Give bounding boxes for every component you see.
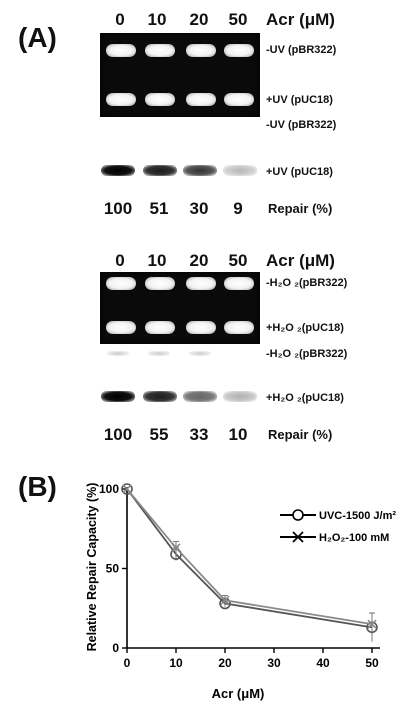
h2o2-repair-10: 55 <box>149 425 169 444</box>
panel-b-label: (B) <box>18 471 57 502</box>
h2o2-band-bottom-4 <box>224 321 254 334</box>
h2o2-faint-band-3 <box>189 351 211 356</box>
legend-label-h2o2: H₂O₂-100 mM <box>319 532 389 544</box>
h2o2-conc-0: 0 <box>115 251 125 270</box>
uv-repair-50: 9 <box>233 199 243 218</box>
h2o2-faint-band-2 <box>148 351 170 356</box>
x-tick-label: 40 <box>316 656 330 670</box>
h2o2-conc-10: 10 <box>147 251 167 270</box>
chart-legend: UVC-1500 J/m² H₂O₂-100 mM <box>280 509 396 544</box>
h2o2-blot-band-3 <box>183 391 217 402</box>
h2o2-blot-band-1 <box>101 391 135 402</box>
legend-marker-circle-icon <box>292 509 304 521</box>
uv-repair-label: Repair (%) <box>268 201 333 216</box>
series-line <box>126 488 373 626</box>
x-axis-title: Acr (μM) <box>212 686 265 701</box>
x-tick-label: 10 <box>169 656 183 670</box>
uv-band-top-3 <box>186 44 216 57</box>
h2o2-band-bottom-3 <box>186 321 216 334</box>
series-line <box>126 488 373 629</box>
uv-repair-20: 30 <box>189 199 209 218</box>
uv-conc-50: 50 <box>228 10 248 29</box>
uv-band-bottom-1 <box>106 93 136 106</box>
uv-band-top-4 <box>224 44 254 57</box>
uv-band-bottom-4 <box>224 93 254 106</box>
h2o2-blot-band-2 <box>143 391 177 402</box>
h2o2-band-top-4 <box>224 277 254 290</box>
y-tick-label: 50 <box>106 562 120 576</box>
h2o2-band-bottom-2 <box>145 321 175 334</box>
y-ticks: 0 50 100 <box>99 482 127 655</box>
y-tick-label: 100 <box>99 482 119 496</box>
uv-blot-band-4 <box>223 165 257 176</box>
uv-blot-band-3 <box>183 165 217 176</box>
h2o2-label-4: +H₂O ₂(pUC18) <box>266 392 344 404</box>
uv-conc-10: 10 <box>147 10 167 29</box>
h2o2-conc-50: 50 <box>228 251 248 270</box>
h2o2-repair-label: Repair (%) <box>268 427 333 442</box>
uv-repair-10: 51 <box>149 199 169 218</box>
h2o2-band-top-2 <box>145 277 175 290</box>
repair-capacity-chart: 0 10 20 30 40 50 0 50 100 Relative Repair Capac… <box>85 482 396 701</box>
legend-marker-x-icon <box>292 531 304 543</box>
h2o2-repair-0: 100 <box>103 425 133 444</box>
h2o2-unit-header: Acr (μM) <box>266 251 335 270</box>
legend-label-uvc: UVC-1500 J/m² <box>319 510 396 522</box>
uv-band-top-2 <box>145 44 175 57</box>
data-point-x <box>171 543 181 553</box>
y-axis-title: Relative Repair Capacity (%) <box>85 483 99 652</box>
uv-blot-band-2 <box>143 165 177 176</box>
data-point-x <box>367 619 377 629</box>
panel-a-label: (A) <box>18 22 57 53</box>
h2o2-label-2: +H₂O ₂(pUC18) <box>266 322 344 334</box>
x-ticks: 0 10 20 30 40 50 <box>124 648 379 670</box>
h2o2-label-1: -H₂O ₂(pBR322) <box>266 277 348 289</box>
h2o2-gel-image <box>100 272 260 344</box>
chart-axes <box>126 487 380 649</box>
uv-label-3: -UV (pBR322) <box>266 119 337 131</box>
x-tick-label: 0 <box>124 656 131 670</box>
uv-label-4: +UV (pUC18) <box>266 166 333 178</box>
uv-label-2: +UV (pUC18) <box>266 94 333 106</box>
h2o2-faint-band-1 <box>107 351 129 356</box>
series-layer <box>121 483 378 642</box>
x-tick-label: 50 <box>365 656 379 670</box>
data-point-circle <box>121 483 133 495</box>
x-tick-label: 30 <box>267 656 281 670</box>
uv-conc-20: 20 <box>189 10 209 29</box>
h2o2-repair-20: 33 <box>189 425 209 444</box>
h2o2-conc-20: 20 <box>189 251 209 270</box>
data-point-x <box>220 595 230 605</box>
h2o2-band-top-3 <box>186 277 216 290</box>
uv-gel-image <box>100 33 260 117</box>
uv-label-1: -UV (pBR322) <box>266 44 337 56</box>
h2o2-repair-50: 10 <box>228 425 248 444</box>
uv-band-bottom-2 <box>145 93 175 106</box>
uv-repair-0: 100 <box>103 199 133 218</box>
y-tick-label: 0 <box>112 641 119 655</box>
h2o2-blot-band-4 <box>223 391 257 402</box>
h2o2-band-top-1 <box>106 277 136 290</box>
data-point-x <box>122 484 132 494</box>
uv-blot-band-1 <box>101 165 135 176</box>
h2o2-label-3: -H₂O ₂(pBR322) <box>266 348 348 360</box>
uv-band-top-1 <box>106 44 136 57</box>
x-tick-label: 20 <box>218 656 232 670</box>
h2o2-band-bottom-1 <box>106 321 136 334</box>
uv-unit-header: Acr (μM) <box>266 10 335 29</box>
uv-conc-0: 0 <box>115 10 125 29</box>
uv-band-bottom-3 <box>186 93 216 106</box>
